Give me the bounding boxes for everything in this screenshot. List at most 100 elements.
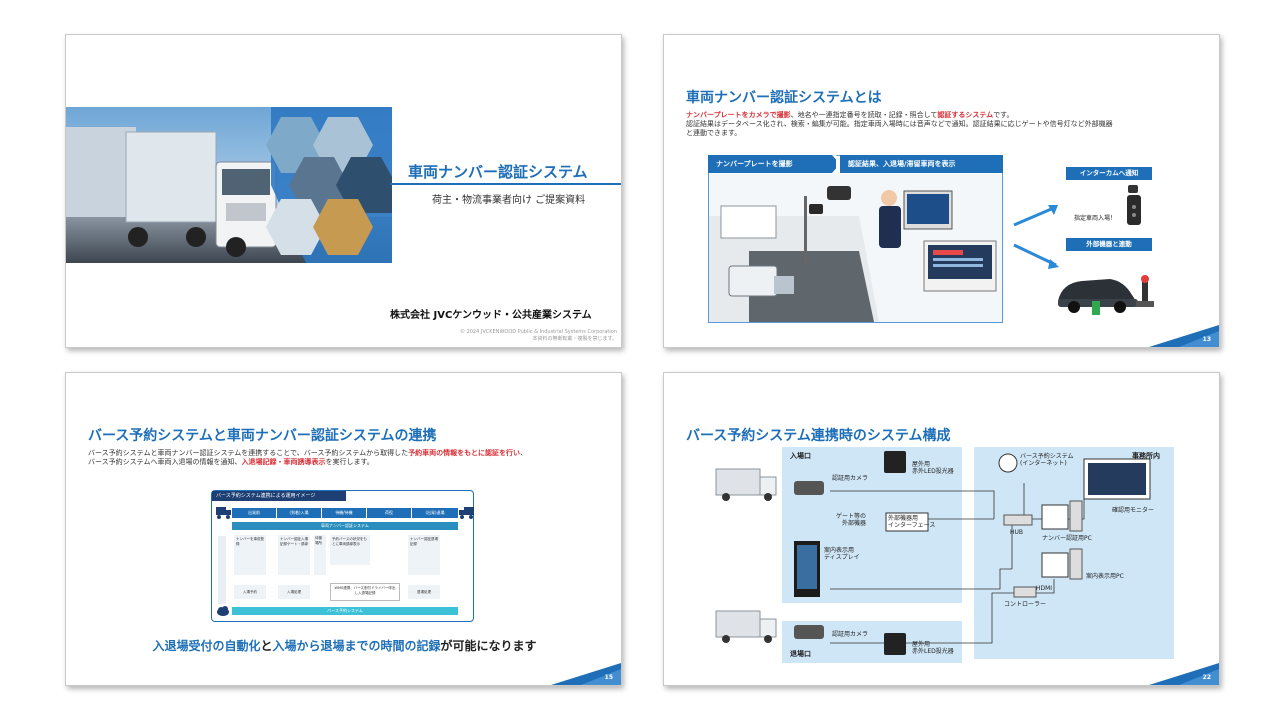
hdmi-label: HDMI [1036, 585, 1053, 592]
nr-system-bar: 車両ナンバー認証システム [232, 522, 458, 530]
page-corner [1149, 663, 1219, 685]
step-3: 待機/待機 [322, 508, 366, 518]
step-1: 出発前 [232, 508, 276, 518]
ir2-label: 屋外用 赤外LED投光器 [912, 641, 954, 655]
truck-icon [216, 507, 231, 519]
box-exit-proc: 退場処理 [408, 585, 440, 599]
step-4: 荷役 [367, 508, 411, 518]
slide-thumbnail-1[interactable]: 車両ナンバー認証システム 荷主・物流事業者向け ご提案資料 株式会社 JVCケン… [65, 34, 622, 348]
box-entry-proc: 入場処理 [278, 585, 310, 599]
truck-icon [715, 468, 777, 501]
truck-icon [459, 507, 474, 519]
slide2-title: 車両ナンバー認証システムとは [686, 90, 882, 106]
page-number: 13 [1202, 336, 1211, 343]
guide-pc-label: 案内表示用PC [1086, 573, 1124, 580]
system-diagram [715, 451, 1151, 655]
camera2-label: 認証用カメラ [832, 631, 869, 638]
camera1-label: 認証用カメラ [832, 475, 869, 482]
step-2: (到着)入場 [277, 508, 321, 518]
truck-icon [715, 610, 777, 643]
desc-text-3: 認証結果はデータベース化され、検索・編集が可能。指定車両入場時には音声などで通知… [686, 120, 1113, 128]
illustration-frame [708, 155, 1003, 323]
company-name: 株式会社 JVCケンウッド・公共産業システム [390, 310, 592, 321]
box-exit: ナンバー認証退場記録 [408, 535, 440, 575]
intercom-message: 指定車両入場！ [1074, 215, 1117, 222]
slide-thumbnail-22[interactable]: バース予約システム連携時のシステム構成 入場口 退場口 事務所内 [663, 372, 1220, 686]
desc-text-4: を実行します。 [325, 458, 374, 466]
conclusion-2: と [260, 639, 273, 653]
car-and-signal-icon [1058, 275, 1154, 315]
ext-if-label: 外部機器用 インターフェース [888, 515, 936, 529]
arrow-icons [1013, 205, 1059, 269]
box-wms: WMS連携、バース割付ドライバー呼出し入退場記録 [330, 583, 400, 601]
conclusion-3: 入場から退場までの時間の記録 [272, 639, 441, 653]
desc-highlight-1: ナンバープレートをカメラで撮影 [686, 111, 791, 119]
page-number: 15 [604, 674, 613, 681]
nr-pc-label: ナンバー認証用PC [1042, 535, 1092, 542]
intercom-icon [1127, 185, 1141, 225]
controller-icon [1013, 586, 1037, 598]
pc-monitor-icon [1041, 552, 1069, 578]
hero-image [66, 107, 392, 263]
hub-label: HUB [1010, 529, 1024, 536]
slide3-description: バース予約システムと車両ナンバー認証システムを連携することで、バース予約システム… [88, 449, 608, 467]
slide3-title: バース予約システムと車両ナンバー認証システムの連携 [88, 428, 437, 444]
slide-thumbnail-13[interactable]: 車両ナンバー認証システムとは ナンバープレートをカメラで撮影、地名や一連指定番号… [663, 34, 1220, 348]
operation-diagram: バース予約システム連携による運用イメージ 出発前 (到着)入場 待機/待機 荷役… [211, 490, 474, 622]
desc-highlight-2: 認証するシステム [937, 111, 994, 119]
gate-label: ゲート等の 外部機器 [836, 513, 867, 527]
page-number: 22 [1202, 674, 1211, 681]
tab-display: 認証結果、入退場/滞留車両を表示 [840, 155, 1003, 173]
entrance-label: 入場口 [790, 452, 811, 460]
step-5: (出発)退場 [412, 508, 458, 518]
tab-capture: ナンバープレートを撮影 [708, 155, 836, 173]
pc-monitor-icon [1041, 504, 1069, 530]
pc-tower-icon [1069, 500, 1083, 532]
copyright: © 2024 JVCKENWOOD Public & Industrial Sy… [460, 329, 617, 343]
title-underline [390, 183, 621, 185]
desc-text-1: 、地名や一連指定番号を読取・記録・照合して [790, 111, 938, 119]
desc-text-2: です。 [993, 111, 1014, 119]
box-guidance: 予約バースの状況をもとに車両誘導表示 [330, 535, 370, 565]
box-entry: ナンバー認証入場記録ゲート・誘導 [278, 535, 310, 575]
intercom-tag: インターカムへ通知 [1066, 167, 1152, 180]
monitor-label: 確認用モニター [1112, 507, 1155, 514]
camera-icon [794, 625, 824, 639]
ir-light-icon [884, 451, 906, 473]
step-row: 出発前 (到着)入場 待機/待機 荷役 (出発)退場 [232, 508, 458, 518]
parking-illustration [709, 174, 1002, 322]
office-label: 事務所内 [1132, 452, 1160, 460]
box-reserve: 入場予約 [234, 585, 266, 599]
desc-text-4: と連動できます。 [686, 129, 742, 137]
desc-highlight-1: 予約車両の情報をもとに認証を行い [408, 449, 521, 457]
desc-text-3: バース予約システムへ車両入退場の情報を通知、 [88, 458, 242, 466]
desc-highlight-2: 入退場記録・車両誘導表示 [241, 458, 326, 466]
cloud-icon [998, 453, 1018, 473]
slide-thumbnail-15[interactable]: バース予約システムと車両ナンバー認証システムの連携 バース予約システムと車両ナン… [65, 372, 622, 686]
ir1-label: 屋外用 赤外LED投光器 [912, 461, 954, 475]
ir-light-icon [884, 633, 906, 655]
desc-text-1: バース予約システムと車両ナンバー認証システムを連携することで、バース予約システム… [88, 449, 409, 457]
conclusion-1: 入退場受付の自動化 [152, 639, 261, 653]
slide3-conclusion: 入退場受付の自動化と入場から退場までの時間の記録が可能になります [66, 637, 621, 654]
desc-text-2: 、 [520, 449, 528, 457]
page-corner [1149, 325, 1219, 347]
camera-icon [794, 481, 824, 495]
diagram-title: バース予約システム連携による運用イメージ [212, 491, 346, 501]
exit-label: 退場口 [790, 650, 811, 658]
cloud-icon [217, 606, 229, 616]
external-device-tag: 外部機器と連動 [1066, 238, 1152, 251]
slide1-subtitle: 荷主・物流事業者向け ご提案資料 [432, 195, 586, 206]
pc-tower-icon [1069, 548, 1083, 580]
page-corner [551, 663, 621, 685]
process-tabs: ナンバープレートを撮影 認証結果、入退場/滞留車両を表示 [708, 155, 1003, 173]
box-preregister: ナンバーを事前登録 [234, 535, 266, 575]
slide2-description: ナンバープレートをカメラで撮影、地名や一連指定番号を読取・記録・照合して認証する… [686, 111, 1206, 138]
copyright-line-2: 本資料の無断転載・複製を禁じます。 [532, 336, 617, 342]
conclusion-4: が可能になります [440, 639, 537, 653]
hub-icon [1003, 514, 1033, 526]
controller-label: コントローラー [1004, 601, 1047, 608]
berth-label: バース予約システム (インターネット) [1020, 453, 1074, 467]
slide1-title: 車両ナンバー認証システム [408, 163, 588, 181]
copyright-line-1: © 2024 JVCKENWOOD Public & Industrial Sy… [459, 329, 617, 335]
